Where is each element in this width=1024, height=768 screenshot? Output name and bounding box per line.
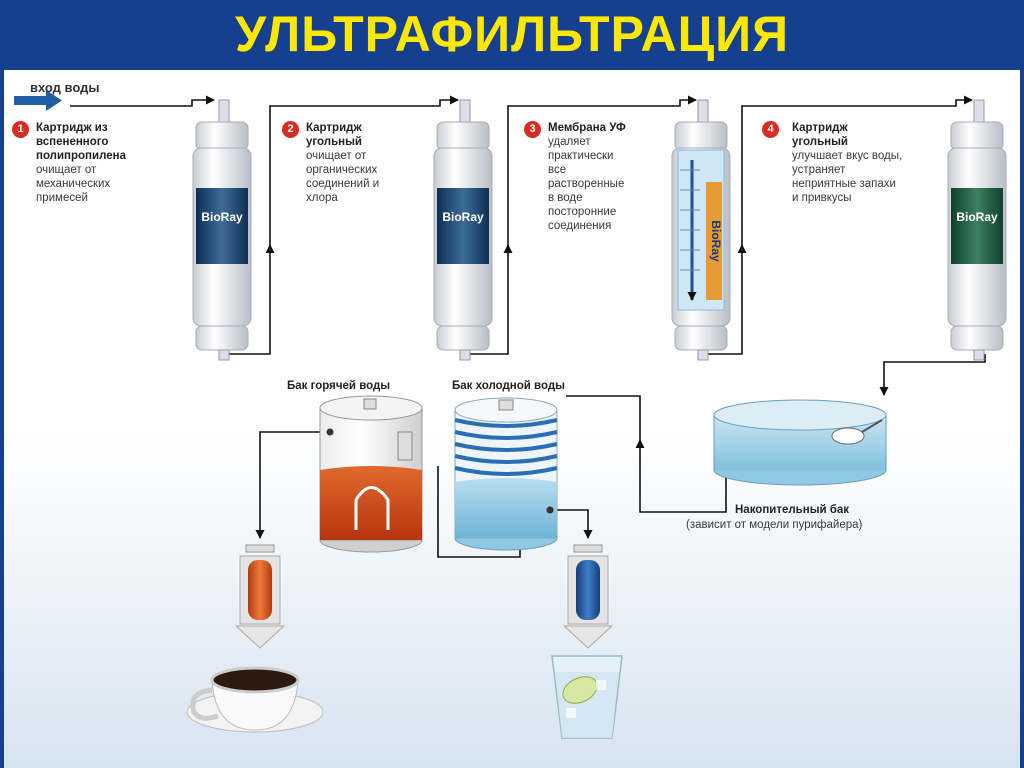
stage-1-badge: 1 bbox=[12, 121, 29, 138]
frame-left bbox=[0, 70, 4, 768]
storage-tank-label: Накопительный бак bbox=[735, 504, 850, 516]
water-glass-icon bbox=[551, 655, 623, 739]
hot-dispenser bbox=[234, 544, 286, 649]
stage-1-text: Картридж из вспененного полипропилена оч… bbox=[36, 122, 126, 204]
stage-4-badge: 4 bbox=[762, 121, 779, 138]
cartridge-4-brand: BioRay bbox=[956, 210, 998, 224]
hot-tank bbox=[319, 395, 423, 553]
cartridge-4 bbox=[947, 99, 1007, 361]
cartridge-2-brand: BioRay bbox=[442, 210, 484, 224]
storage-tank-note: (зависит от модели пурифайера) bbox=[686, 519, 863, 531]
frame-right bbox=[1020, 70, 1024, 768]
cartridge-3-brand: BioRay bbox=[709, 220, 723, 262]
cold-tank-label: Бак холодной воды bbox=[452, 380, 565, 392]
cartridge-1 bbox=[192, 99, 252, 361]
title-bar: УЛЬТРАФИЛЬТРАЦИЯ bbox=[0, 0, 1024, 70]
storage-tank bbox=[713, 399, 887, 486]
coffee-cup-icon bbox=[186, 666, 324, 733]
stage-2-badge: 2 bbox=[282, 121, 299, 138]
cold-dispenser bbox=[562, 544, 614, 649]
inlet-label: вход воды bbox=[30, 80, 100, 95]
stage-3-text: Мембрана УФ удаляет практически все раст… bbox=[548, 122, 626, 232]
cartridge-2 bbox=[433, 99, 493, 361]
stage-3-badge: 3 bbox=[524, 121, 541, 138]
stage-4-text: Картридж угольный улучшает вкус воды, ус… bbox=[792, 122, 903, 204]
cold-tank bbox=[454, 397, 558, 551]
cartridge-1-brand: BioRay bbox=[201, 210, 243, 224]
inlet-arrow bbox=[14, 90, 62, 111]
stage-2-text: Картридж угольный очищает от органически… bbox=[306, 122, 380, 204]
page-title: УЛЬТРАФИЛЬТРАЦИЯ bbox=[234, 6, 790, 62]
hot-tank-label: Бак горячей воды bbox=[287, 380, 391, 392]
cartridge-3-membrane bbox=[671, 99, 731, 361]
